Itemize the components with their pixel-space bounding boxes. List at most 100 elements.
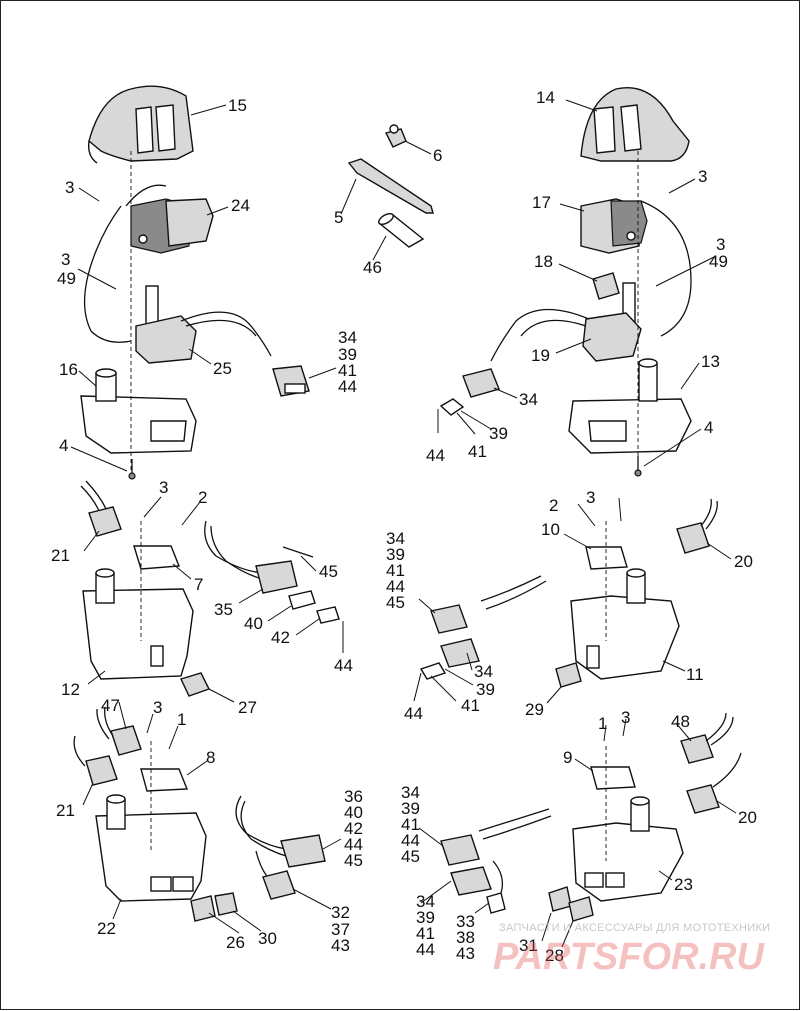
callout-44: 44 bbox=[334, 656, 353, 675]
plate-10 bbox=[585, 546, 628, 570]
callout-24: 24 bbox=[231, 196, 250, 215]
switch-20-mid bbox=[676, 498, 718, 554]
callout-36: 36 bbox=[344, 787, 363, 806]
switch-21-low bbox=[73, 735, 118, 786]
callout-48: 48 bbox=[671, 712, 690, 731]
callout-31: 31 bbox=[519, 936, 538, 955]
harness-35 bbox=[204, 520, 298, 594]
housing-12 bbox=[82, 568, 194, 680]
callout-21: 21 bbox=[51, 546, 70, 565]
callout-10: 10 bbox=[541, 520, 560, 539]
plate-9 bbox=[590, 766, 636, 790]
sleeve-46 bbox=[377, 213, 425, 248]
harness-36 bbox=[235, 795, 326, 900]
callout-34: 34 bbox=[338, 328, 357, 347]
callout-12: 12 bbox=[61, 680, 80, 699]
callout-41: 41 bbox=[461, 696, 480, 715]
callout-42: 42 bbox=[271, 628, 290, 647]
callout-9: 9 bbox=[563, 748, 572, 767]
callout-1: 1 bbox=[177, 710, 186, 729]
watermark-tagline: ЗАПЧАСТИ И АКСЕССУАРЫ ДЛЯ МОТОТЕХНИКИ bbox=[499, 922, 770, 934]
callout-45: 45 bbox=[319, 562, 338, 581]
callout-17: 17 bbox=[532, 193, 551, 212]
callout-26: 26 bbox=[226, 933, 245, 952]
watermark-logo: PARTSFOR.RU bbox=[493, 936, 765, 978]
callout-44: 44 bbox=[401, 831, 420, 850]
callout-44: 44 bbox=[426, 446, 445, 465]
watermark: ЗАПЧАСТИ И АКСЕССУАРЫ ДЛЯ МОТОТЕХНИКИ PA… bbox=[493, 922, 770, 978]
callout-39: 39 bbox=[476, 680, 495, 699]
switch-21-mid bbox=[80, 480, 122, 537]
callout-39: 39 bbox=[338, 345, 357, 364]
right-upper-housing-13 bbox=[568, 358, 692, 454]
callout-1: 1 bbox=[598, 714, 607, 733]
button-28 bbox=[568, 896, 594, 922]
callout-49: 49 bbox=[709, 252, 728, 271]
cable-tie-5 bbox=[347, 158, 434, 214]
callout-39: 39 bbox=[386, 545, 405, 564]
button-27 bbox=[180, 672, 210, 697]
callout-3: 3 bbox=[716, 235, 725, 254]
callout-11: 11 bbox=[686, 665, 704, 684]
callout-44: 44 bbox=[416, 940, 435, 959]
callout-3: 3 bbox=[65, 178, 74, 197]
callout-34: 34 bbox=[474, 662, 493, 681]
callout-5: 5 bbox=[334, 208, 343, 227]
callout-44: 44 bbox=[404, 704, 423, 723]
callout-41: 41 bbox=[386, 561, 405, 580]
callout-13: 13 bbox=[701, 352, 720, 371]
callout-15: 15 bbox=[228, 96, 247, 115]
callout-2: 2 bbox=[198, 488, 207, 507]
callout-34: 34 bbox=[386, 529, 405, 548]
callout-23: 23 bbox=[674, 875, 693, 894]
callout-2: 2 bbox=[549, 496, 558, 515]
left-upper-connector-34 bbox=[272, 365, 310, 397]
button-26 bbox=[190, 895, 216, 922]
callout-37: 37 bbox=[331, 920, 350, 939]
callout-18: 18 bbox=[534, 252, 553, 271]
housing-23 bbox=[572, 796, 684, 902]
callout-45: 45 bbox=[344, 851, 363, 870]
left-upper-cover-15 bbox=[87, 85, 194, 164]
callout-34: 34 bbox=[519, 390, 538, 409]
callout-41: 41 bbox=[416, 924, 435, 943]
callout-40: 40 bbox=[244, 614, 263, 633]
callout-41: 41 bbox=[401, 815, 420, 834]
clip-6 bbox=[384, 124, 407, 148]
callout-7: 7 bbox=[194, 575, 203, 594]
callout-6: 6 bbox=[433, 146, 442, 165]
callout-27: 27 bbox=[238, 698, 257, 717]
left-screw-4 bbox=[128, 459, 136, 480]
callout-3: 3 bbox=[153, 698, 162, 717]
right-upper-cover-14 bbox=[580, 87, 690, 162]
right-upper-switch-17 bbox=[580, 198, 648, 254]
plate-8 bbox=[140, 768, 189, 792]
callout-14: 14 bbox=[536, 88, 555, 107]
callout-46: 46 bbox=[363, 258, 382, 277]
left-upper-housing-16 bbox=[80, 368, 197, 454]
callout-34: 34 bbox=[416, 892, 435, 911]
callout-20: 20 bbox=[734, 552, 753, 571]
callout-19: 19 bbox=[531, 346, 550, 365]
connector-40 bbox=[288, 590, 316, 610]
callout-44: 44 bbox=[338, 377, 357, 396]
callout-numbers: 15 3 24 3 49 25 34 39 41 44 16 4 6 5 46 … bbox=[51, 88, 757, 965]
button-30 bbox=[214, 892, 238, 916]
switch-20-low bbox=[686, 752, 742, 814]
plate-7 bbox=[133, 545, 181, 570]
right-upper-connector-34 bbox=[462, 368, 500, 398]
housing-22 bbox=[95, 794, 207, 902]
right-upper-part-18 bbox=[592, 272, 620, 300]
callout-3: 3 bbox=[698, 167, 707, 186]
callout-35: 35 bbox=[214, 600, 233, 619]
callout-44: 44 bbox=[386, 577, 405, 596]
left-upper-switch-24 bbox=[130, 198, 214, 254]
callout-4: 4 bbox=[59, 436, 68, 455]
callout-29: 29 bbox=[525, 700, 544, 719]
callout-45: 45 bbox=[386, 593, 405, 612]
callout-34: 34 bbox=[401, 783, 420, 802]
callout-39: 39 bbox=[416, 908, 435, 927]
callout-3: 3 bbox=[586, 488, 595, 507]
